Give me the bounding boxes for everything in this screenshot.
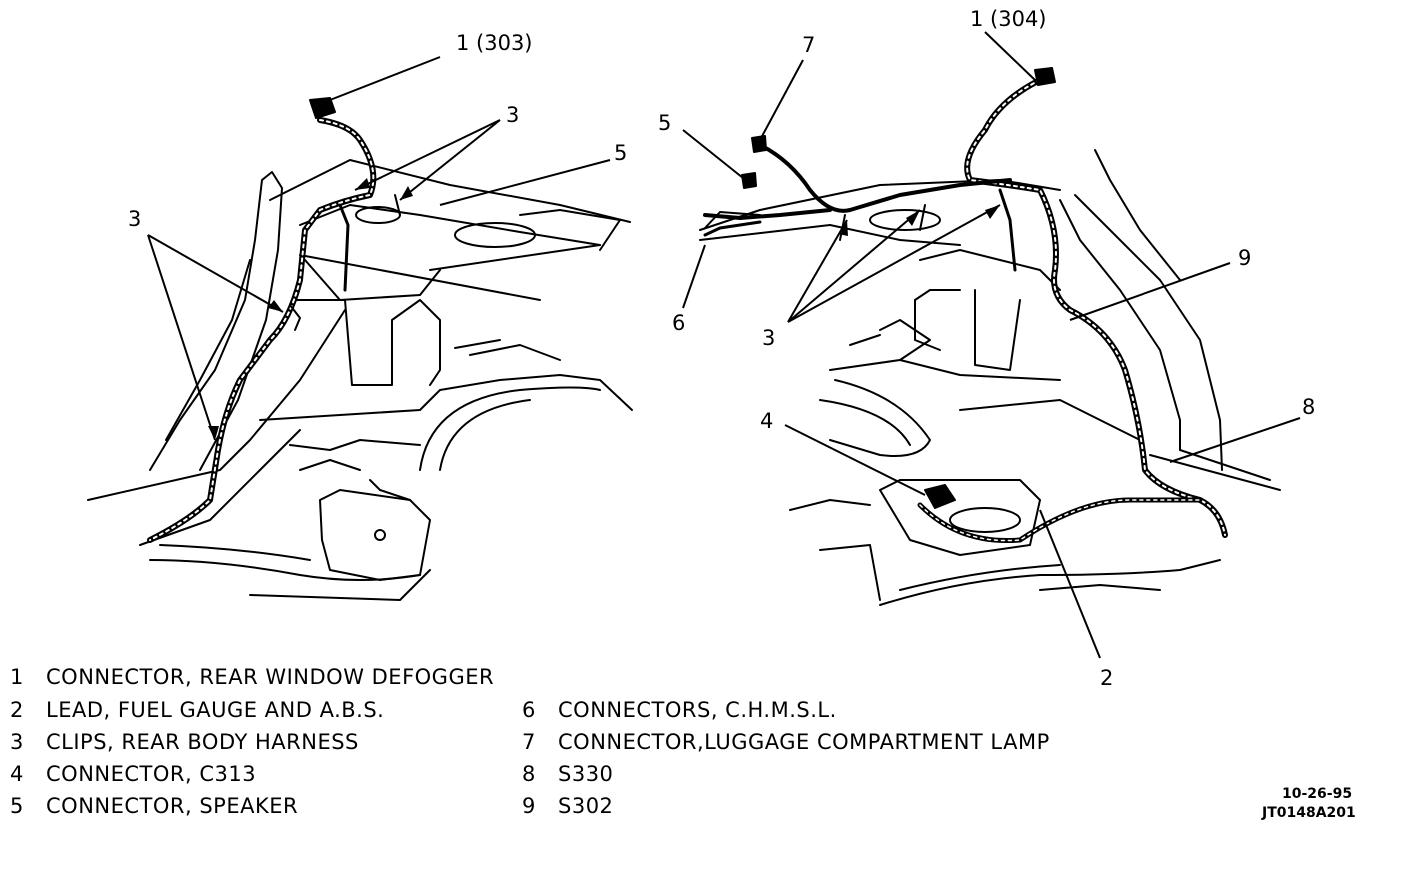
legend-number: 6 [522,698,536,722]
callout-2: 2 [1100,666,1113,690]
callout-6: 6 [672,311,685,335]
callout-3-right: 3 [762,326,775,350]
legend-number: 8 [522,762,536,786]
legend-number: 1 [10,665,24,689]
callout-7: 7 [802,33,815,57]
callout-5-left: 5 [614,141,627,165]
callout-1-303: 1 (303) [456,31,533,55]
callout-5-right: 5 [658,111,671,135]
callout-9: 9 [1238,246,1251,270]
legend-number: 7 [522,730,536,754]
legend-number: 2 [10,698,24,722]
callout-4: 4 [760,409,773,433]
callout-3-left-lower: 3 [128,207,141,231]
callout-1-304: 1 (304) [970,7,1047,31]
callout-3-left-top: 3 [506,103,519,127]
callout-8: 8 [1302,395,1315,419]
legend-text: CONNECTOR,LUGGAGE COMPARTMENT LAMP [558,730,1050,754]
legend-text: S330 [558,762,614,786]
figure-code: JT0148A201 [1262,805,1356,821]
left-trunk-illustration [87,97,633,601]
leader-lines [147,31,1301,659]
legend-text: CONNECTOR, REAR WINDOW DEFOGGER [46,665,495,689]
legend-number: 4 [10,762,24,786]
legend-number: 3 [10,730,24,754]
legend-number: 5 [10,794,24,818]
legend-number: 9 [522,794,536,818]
legend-text: LEAD, FUEL GAUGE AND A.B.S. [46,698,385,722]
figure-date: 10-26-95 [1282,786,1353,802]
legend-text: S302 [558,794,614,818]
leader-arrowheads [208,178,1000,440]
legend-text: CONNECTOR, C313 [46,762,257,786]
legend-text: CONNECTORS, C.H.M.S.L. [558,698,837,722]
right-trunk-illustration [699,67,1281,606]
legend-text: CONNECTOR, SPEAKER [46,794,299,818]
legend-text: CLIPS, REAR BODY HARNESS [46,730,359,754]
